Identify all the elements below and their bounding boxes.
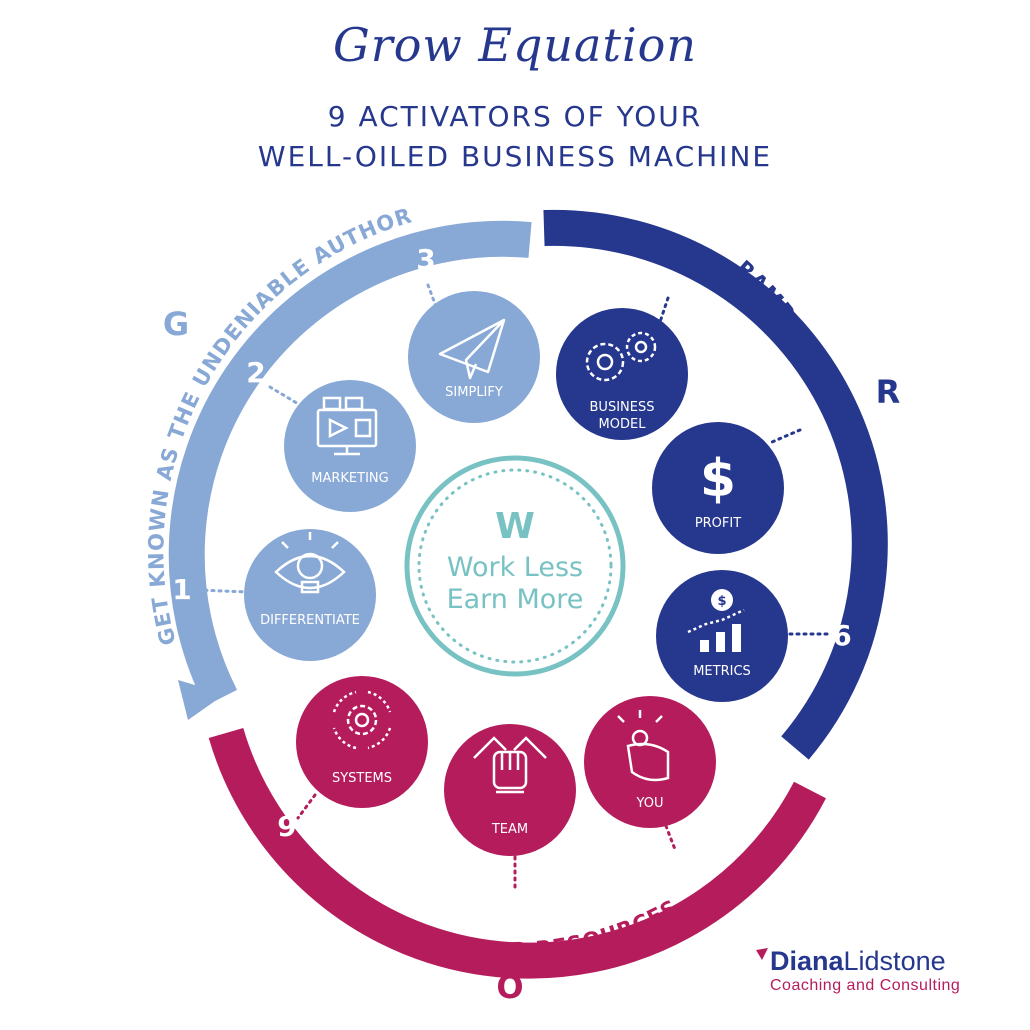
activator-profit: $ PROFIT: [652, 422, 784, 554]
center-ring: [404, 455, 626, 677]
logo-name: DianaLidstone: [770, 946, 990, 977]
number-3: 3: [416, 243, 435, 276]
logo-first-name: Diana: [770, 946, 844, 976]
o-arc: [208, 727, 826, 979]
g-letter: G: [163, 305, 189, 343]
you-label: YOU: [636, 796, 664, 811]
profit-label: PROFIT: [695, 516, 741, 531]
number-5: 5: [802, 408, 821, 441]
center-line-1: Work Less: [447, 552, 583, 583]
business-model-circle: [556, 308, 688, 440]
gears-icon: [585, 331, 657, 382]
activator-systems: SYSTEMS: [296, 676, 428, 808]
differentiate-circle: [244, 529, 376, 661]
simplify-circle: [408, 291, 540, 423]
r-arc: [543, 209, 888, 760]
paper-plane-icon: [438, 318, 506, 380]
metrics-label: METRICS: [693, 664, 751, 679]
number-9: 9: [277, 810, 296, 843]
systems-circle: [296, 676, 428, 808]
marketing-monitor-icon: [316, 396, 378, 456]
number-7: 7: [675, 849, 694, 882]
g-arc: [168, 220, 532, 707]
g-arc-cap: [178, 680, 225, 720]
number-8: 8: [504, 894, 523, 927]
marketing-label: MARKETING: [311, 471, 388, 486]
activator-differentiate: DIFFERENTIATE: [244, 529, 376, 661]
o-letter: O: [496, 968, 523, 1006]
number-4: 4: [664, 269, 683, 302]
differentiate-label: DIFFERENTIATE: [260, 613, 360, 628]
activator-simplify: SIMPLIFY: [408, 291, 540, 423]
title-line-2: WELL-OILED BUSINESS MACHINE: [257, 140, 773, 173]
business-model-label-line-2: MODEL: [599, 417, 647, 432]
logo-arrow-icon: [756, 948, 768, 960]
logo-last-name: Lidstone: [843, 946, 946, 976]
profit-circle: [652, 422, 784, 554]
business-model-label-line-1: BUSINESS: [590, 400, 655, 415]
svg-text:$: $: [717, 594, 726, 609]
number-1: 1: [172, 573, 191, 606]
number-6: 6: [832, 619, 851, 652]
center-dotted-ring: [417, 468, 613, 664]
dollar-icon: $: [700, 449, 736, 509]
center-line-2: Earn More: [447, 584, 584, 615]
growth-chart-icon: $: [687, 589, 745, 652]
you-circle: [584, 696, 716, 828]
pointing-hand-icon: [617, 710, 670, 782]
script-title: Grow Equation: [332, 18, 698, 72]
arc-numbers: 1 2 3 4 5 6 7 8 9: [172, 243, 851, 927]
activator-team: TEAM: [444, 724, 576, 856]
team-hands-icon: [473, 736, 547, 794]
team-circle: [444, 724, 576, 856]
activator-business-model: BUSINESS MODEL: [556, 308, 688, 440]
r-letter: R: [876, 373, 901, 411]
simplify-label: SIMPLIFY: [445, 385, 503, 400]
title-line-1: 9 ACTIVATORS OF YOUR: [327, 100, 703, 133]
activator-marketing: MARKETING: [284, 380, 416, 512]
activator-metrics: $ METRICS: [656, 570, 788, 702]
logo: DianaLidstone Coaching and Consulting: [756, 946, 990, 995]
logo-tagline: Coaching and Consulting: [770, 977, 961, 994]
center-letter: W: [495, 506, 535, 547]
cycle-gear-icon: [332, 690, 392, 750]
team-label: TEAM: [491, 822, 528, 837]
lightbulb-eye-icon: [274, 532, 346, 594]
systems-label: SYSTEMS: [332, 771, 392, 786]
number-2: 2: [246, 356, 265, 389]
activator-you: YOU: [584, 696, 716, 828]
